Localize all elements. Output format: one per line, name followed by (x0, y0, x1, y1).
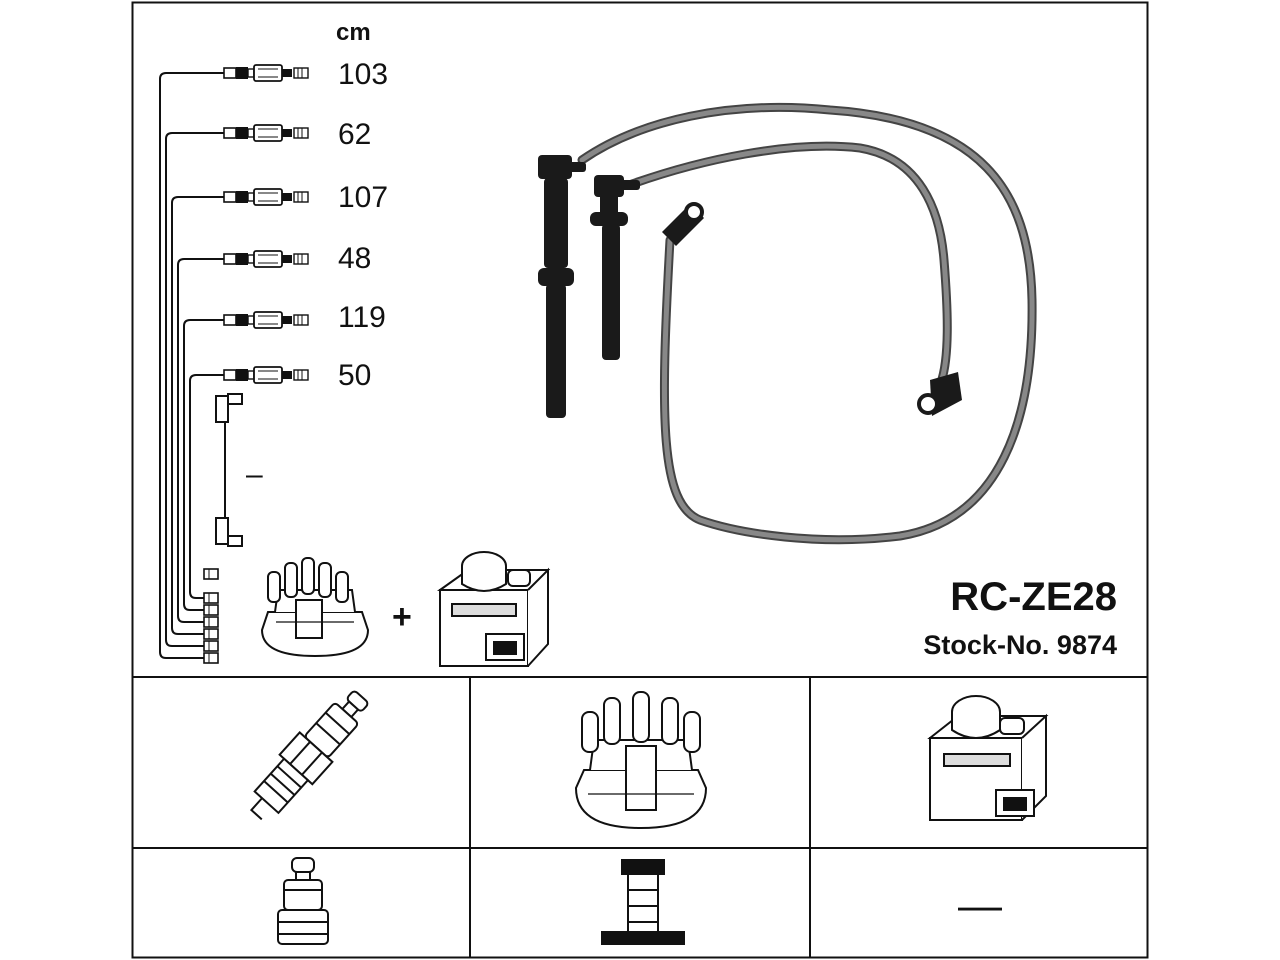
coil-lead-length: – (246, 458, 263, 491)
lead-1-length: 103 (338, 58, 388, 91)
no-coil-connector-dash: — (958, 881, 1002, 930)
ignition-coil-icon (436, 551, 551, 667)
part-code: RC-ZE28 (950, 575, 1117, 619)
unit-label: cm (336, 19, 371, 46)
lead-6-length: 50 (338, 359, 371, 392)
angled-boot-bottom (917, 372, 962, 416)
lead-wires (159, 72, 224, 659)
outer-frame (131, 1, 1149, 959)
distributor-connector-icon (601, 859, 685, 945)
ignition-cable-set-illustration (538, 102, 1037, 545)
spark-plug-connector-icon (277, 857, 329, 945)
lead-2-length: 62 (338, 118, 371, 151)
lead-3-length: 107 (338, 181, 388, 214)
lead-5-length: 119 (338, 301, 386, 334)
spark-plug-boot-long (538, 155, 586, 418)
distributor-cap-large-icon (574, 691, 708, 830)
angled-boot-top (662, 202, 704, 246)
lead-4-length: 48 (338, 242, 371, 275)
ignition-coil-large-icon (927, 695, 1049, 821)
spark-plug-boot-short (590, 175, 640, 360)
spark-plug-icon (249, 690, 369, 821)
cable-length-schematic: cm 103 62 107 48 119 (159, 19, 551, 667)
stock-number: Stock-No. 9874 (923, 630, 1117, 660)
distributor-cap-icon (260, 557, 370, 658)
cable-medium (627, 141, 952, 390)
coil-lead (215, 393, 243, 547)
plus-sign: + (392, 598, 412, 636)
cable-long (577, 102, 1037, 545)
